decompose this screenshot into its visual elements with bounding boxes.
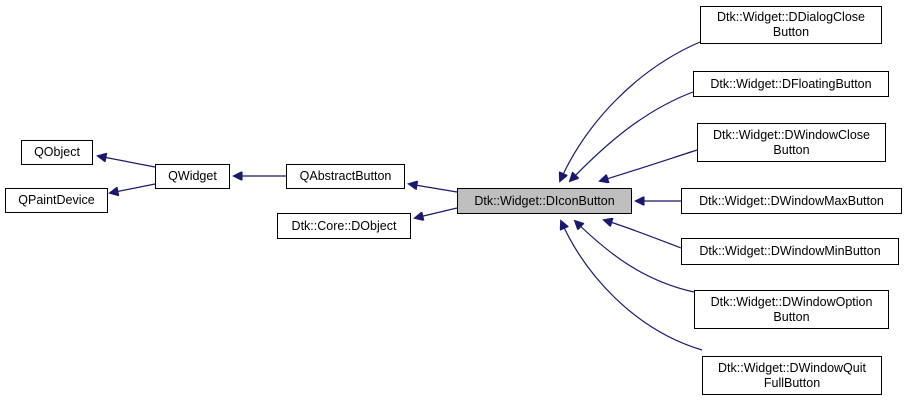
node-label: Dtk::Widget::DWindowMaxButton bbox=[699, 193, 884, 208]
edge-dwindowmin-to-diconbutton bbox=[604, 220, 682, 249]
node-label: Dtk::Widget::DWindowQuit FullButton bbox=[718, 360, 866, 390]
edge-qwidget-to-qpaintdevice bbox=[110, 183, 156, 193]
node-qwidget[interactable]: QWidget bbox=[155, 164, 230, 189]
edge-diconbutton-to-dobject bbox=[415, 207, 458, 218]
node-qobject[interactable]: QObject bbox=[21, 140, 93, 165]
node-ddialogclosebutton[interactable]: Dtk::Widget::DDialogClose Button bbox=[700, 6, 882, 44]
edge-ddialogclose-to-diconbutton bbox=[560, 41, 701, 181]
edge-dwindowclose-to-diconbutton bbox=[600, 149, 698, 181]
node-label: QAbstractButton bbox=[299, 169, 392, 183]
node-label: QPaintDevice bbox=[18, 193, 95, 207]
edge-dfloating-to-diconbutton bbox=[570, 91, 694, 181]
node-label: Dtk::Widget::DWindowMinButton bbox=[699, 244, 881, 258]
edge-qwidget-to-qobject bbox=[98, 156, 156, 168]
node-label: Dtk::Widget::DDialogClose Button bbox=[717, 10, 865, 39]
edge-dwindowoption-to-diconbutton bbox=[575, 221, 695, 293]
node-dwindowclosebutton[interactable]: Dtk::Widget::DWindowClose Button bbox=[697, 123, 886, 162]
node-label: QObject bbox=[34, 145, 80, 159]
node-dwindowmaxbutton[interactable]: Dtk::Widget::DWindowMaxButton bbox=[681, 188, 902, 214]
node-qabstractbutton[interactable]: QAbstractButton bbox=[286, 164, 405, 189]
node-label: Dtk::Widget::DIconButton bbox=[474, 193, 615, 208]
node-dwindowquitfullbutton[interactable]: Dtk::Widget::DWindowQuit FullButton bbox=[702, 356, 882, 395]
node-diconbutton-current[interactable]: Dtk::Widget::DIconButton bbox=[457, 188, 632, 214]
edge-dwindowquit-to-diconbutton bbox=[561, 221, 703, 351]
node-dwindowminbutton[interactable]: Dtk::Widget::DWindowMinButton bbox=[681, 238, 899, 265]
node-label: Dtk::Core::DObject bbox=[291, 218, 397, 233]
node-dfloatingbutton[interactable]: Dtk::Widget::DFloatingButton bbox=[693, 71, 889, 97]
node-label: Dtk::Widget::DWindowOption Button bbox=[710, 294, 873, 324]
edge-diconbutton-to-qabstractbutton bbox=[409, 184, 458, 193]
node-dobject[interactable]: Dtk::Core::DObject bbox=[277, 213, 411, 239]
node-label: Dtk::Widget::DWindowClose Button bbox=[713, 127, 870, 157]
node-dwindowoptionbutton[interactable]: Dtk::Widget::DWindowOption Button bbox=[694, 290, 889, 329]
node-label: Dtk::Widget::DFloatingButton bbox=[710, 76, 872, 91]
node-qpaintdevice[interactable]: QPaintDevice bbox=[5, 188, 108, 213]
node-label: QWidget bbox=[168, 169, 217, 183]
